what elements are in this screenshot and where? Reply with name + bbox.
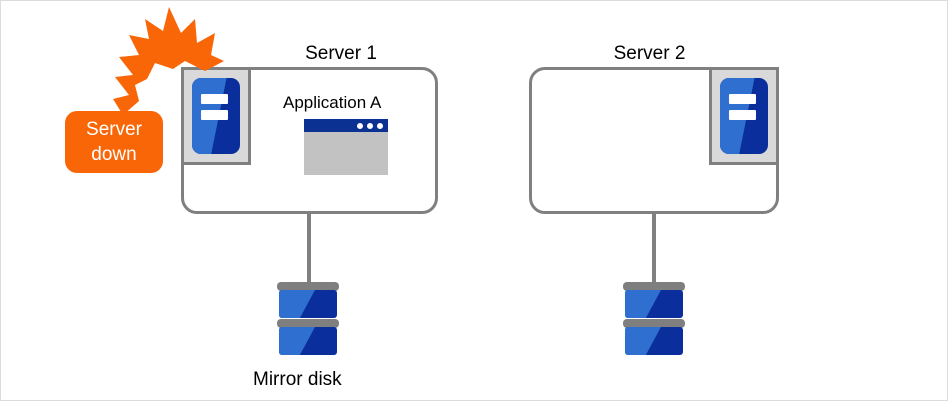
server-1-disk-connector bbox=[307, 214, 311, 283]
disk-plate-2 bbox=[277, 319, 339, 328]
explosion-burst-icon bbox=[113, 7, 224, 115]
server-icon-body bbox=[192, 78, 240, 154]
disk-slab-1 bbox=[279, 290, 337, 318]
server-2-disk-icon[interactable] bbox=[623, 282, 685, 366]
window-dot-3 bbox=[377, 123, 383, 129]
window-dot-1 bbox=[357, 123, 363, 129]
application-window-icon[interactable] bbox=[304, 119, 388, 175]
server-icon-bar-2 bbox=[200, 109, 229, 120]
server-down-badge[interactable]: Server down bbox=[65, 111, 163, 173]
window-titlebar bbox=[304, 119, 388, 132]
disk-plate-1 bbox=[277, 282, 339, 291]
server-2-machine-icon[interactable] bbox=[709, 67, 779, 165]
server-2-title: Server 2 bbox=[613, 43, 686, 64]
server-2-disk-connector bbox=[652, 214, 656, 283]
disk-slab-2 bbox=[625, 327, 683, 355]
server-icon-body bbox=[720, 78, 768, 154]
window-dot-2 bbox=[367, 123, 373, 129]
application-a-label: Application A bbox=[283, 93, 382, 112]
mirror-disk-icon[interactable] bbox=[277, 282, 339, 366]
disk-plate-1 bbox=[623, 282, 685, 291]
disk-slab-2 bbox=[279, 327, 337, 355]
server-icon-bar-1 bbox=[728, 93, 757, 104]
disk-plate-2 bbox=[623, 319, 685, 328]
server-1-machine-icon[interactable] bbox=[181, 67, 251, 165]
server-icon-bar-1 bbox=[200, 93, 229, 104]
server-1-title: Server 1 bbox=[305, 43, 377, 64]
server-icon-bar-2 bbox=[728, 109, 757, 120]
server-down-line-1: Server bbox=[86, 119, 142, 140]
disk-slab-1 bbox=[625, 290, 683, 318]
mirror-disk-label: Mirror disk bbox=[253, 369, 342, 390]
server-down-line-2: down bbox=[91, 144, 137, 165]
